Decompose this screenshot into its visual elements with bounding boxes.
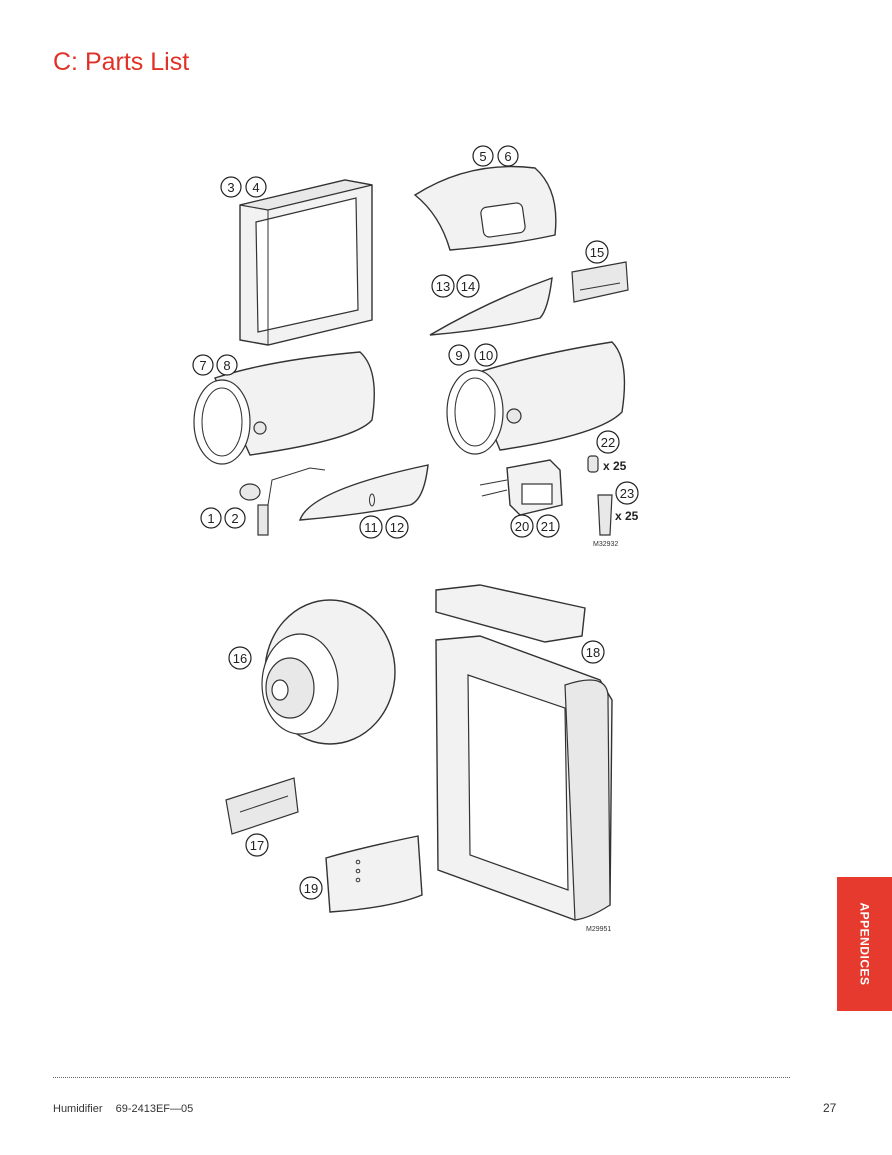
- plug-part-illustration: [587, 455, 599, 473]
- callout-15: 15: [585, 240, 609, 264]
- svg-text:1: 1: [207, 511, 214, 526]
- svg-text:8: 8: [223, 358, 230, 373]
- callout-16: 16: [228, 646, 252, 670]
- panel-part-illustration: [298, 464, 429, 521]
- blower-wheel-illustration: [261, 599, 396, 745]
- svg-text:3: 3: [227, 180, 234, 195]
- qty-label-23: x 25: [615, 509, 639, 523]
- svg-text:9: 9: [455, 348, 462, 363]
- callout-1: 1: [200, 507, 222, 529]
- svg-text:11: 11: [364, 520, 378, 535]
- svg-text:4: 4: [252, 180, 259, 195]
- svg-text:12: 12: [390, 520, 404, 535]
- footer-product: Humidifier: [53, 1103, 103, 1115]
- svg-text:21: 21: [541, 519, 555, 534]
- front-frame-illustration: [435, 635, 613, 921]
- callout-6: 6: [497, 145, 519, 167]
- top-channel-illustration: [435, 584, 586, 643]
- footer-doc-info: Humidifier 69-2413EF—05: [53, 1103, 193, 1115]
- svg-text:19: 19: [304, 881, 318, 896]
- callout-20: 20: [510, 514, 534, 538]
- svg-text:16: 16: [233, 651, 247, 666]
- control-board-illustration: [571, 261, 629, 303]
- callout-21: 21: [536, 514, 560, 538]
- callout-17: 17: [245, 833, 269, 857]
- frame-part-illustration: [239, 179, 373, 346]
- svg-text:13: 13: [436, 279, 450, 294]
- svg-text:2: 2: [231, 511, 238, 526]
- page-title: C: Parts List: [53, 48, 190, 76]
- svg-text:15: 15: [590, 245, 604, 260]
- sensor-part-illustration: [239, 467, 326, 536]
- door-illustration: [325, 835, 423, 913]
- cover-part-illustration: [413, 165, 557, 251]
- exploded-view-bottom: 16 17 18 19 M29951: [225, 584, 613, 933]
- callout-5: 5: [472, 145, 494, 167]
- callout-22: 22: [596, 430, 620, 454]
- callout-12: 12: [385, 515, 409, 539]
- svg-text:14: 14: [461, 279, 475, 294]
- callout-19: 19: [299, 876, 323, 900]
- svg-text:17: 17: [250, 838, 264, 853]
- footer-divider: [53, 1077, 790, 1078]
- svg-text:20: 20: [515, 519, 529, 534]
- callout-3: 3: [220, 176, 242, 198]
- callout-2: 2: [224, 507, 246, 529]
- callout-13: 13: [431, 274, 455, 298]
- callout-4: 4: [245, 176, 267, 198]
- callout-8: 8: [216, 354, 238, 376]
- circuit-board-illustration: [225, 777, 299, 835]
- valve-part-illustration: [479, 459, 563, 516]
- svg-text:23: 23: [620, 486, 634, 501]
- svg-text:22: 22: [601, 435, 615, 450]
- callout-9: 9: [448, 344, 470, 366]
- callout-11: 11: [359, 515, 383, 539]
- tube-part-illustration: [597, 494, 613, 536]
- svg-text:10: 10: [479, 348, 493, 363]
- housing-left-illustration: [193, 351, 375, 465]
- svg-text:6: 6: [504, 149, 511, 164]
- callout-10: 10: [474, 343, 498, 367]
- door-panel-illustration: [429, 276, 553, 336]
- exploded-view-top: 1 2 3 4 5 6 7 8 9 10 11 12 13 14 15 20 2…: [192, 145, 639, 548]
- figure-code-top: M32932: [593, 541, 618, 548]
- callout-14: 14: [456, 274, 480, 298]
- svg-text:18: 18: [586, 645, 600, 660]
- figure-code-bottom: M29951: [586, 926, 611, 933]
- appendices-tab: APPENDICES: [837, 877, 892, 1011]
- footer-doc-number: 69-2413EF—05: [115, 1103, 194, 1115]
- svg-text:7: 7: [199, 358, 206, 373]
- callout-7: 7: [192, 354, 214, 376]
- svg-text:5: 5: [479, 149, 486, 164]
- callout-23: 23: [615, 481, 639, 505]
- page-number: 27: [823, 1101, 837, 1115]
- appendices-tab-label: APPENDICES: [857, 902, 872, 986]
- callout-18: 18: [581, 640, 605, 664]
- housing-right-illustration: [446, 341, 626, 455]
- qty-label-22: x 25: [603, 459, 627, 473]
